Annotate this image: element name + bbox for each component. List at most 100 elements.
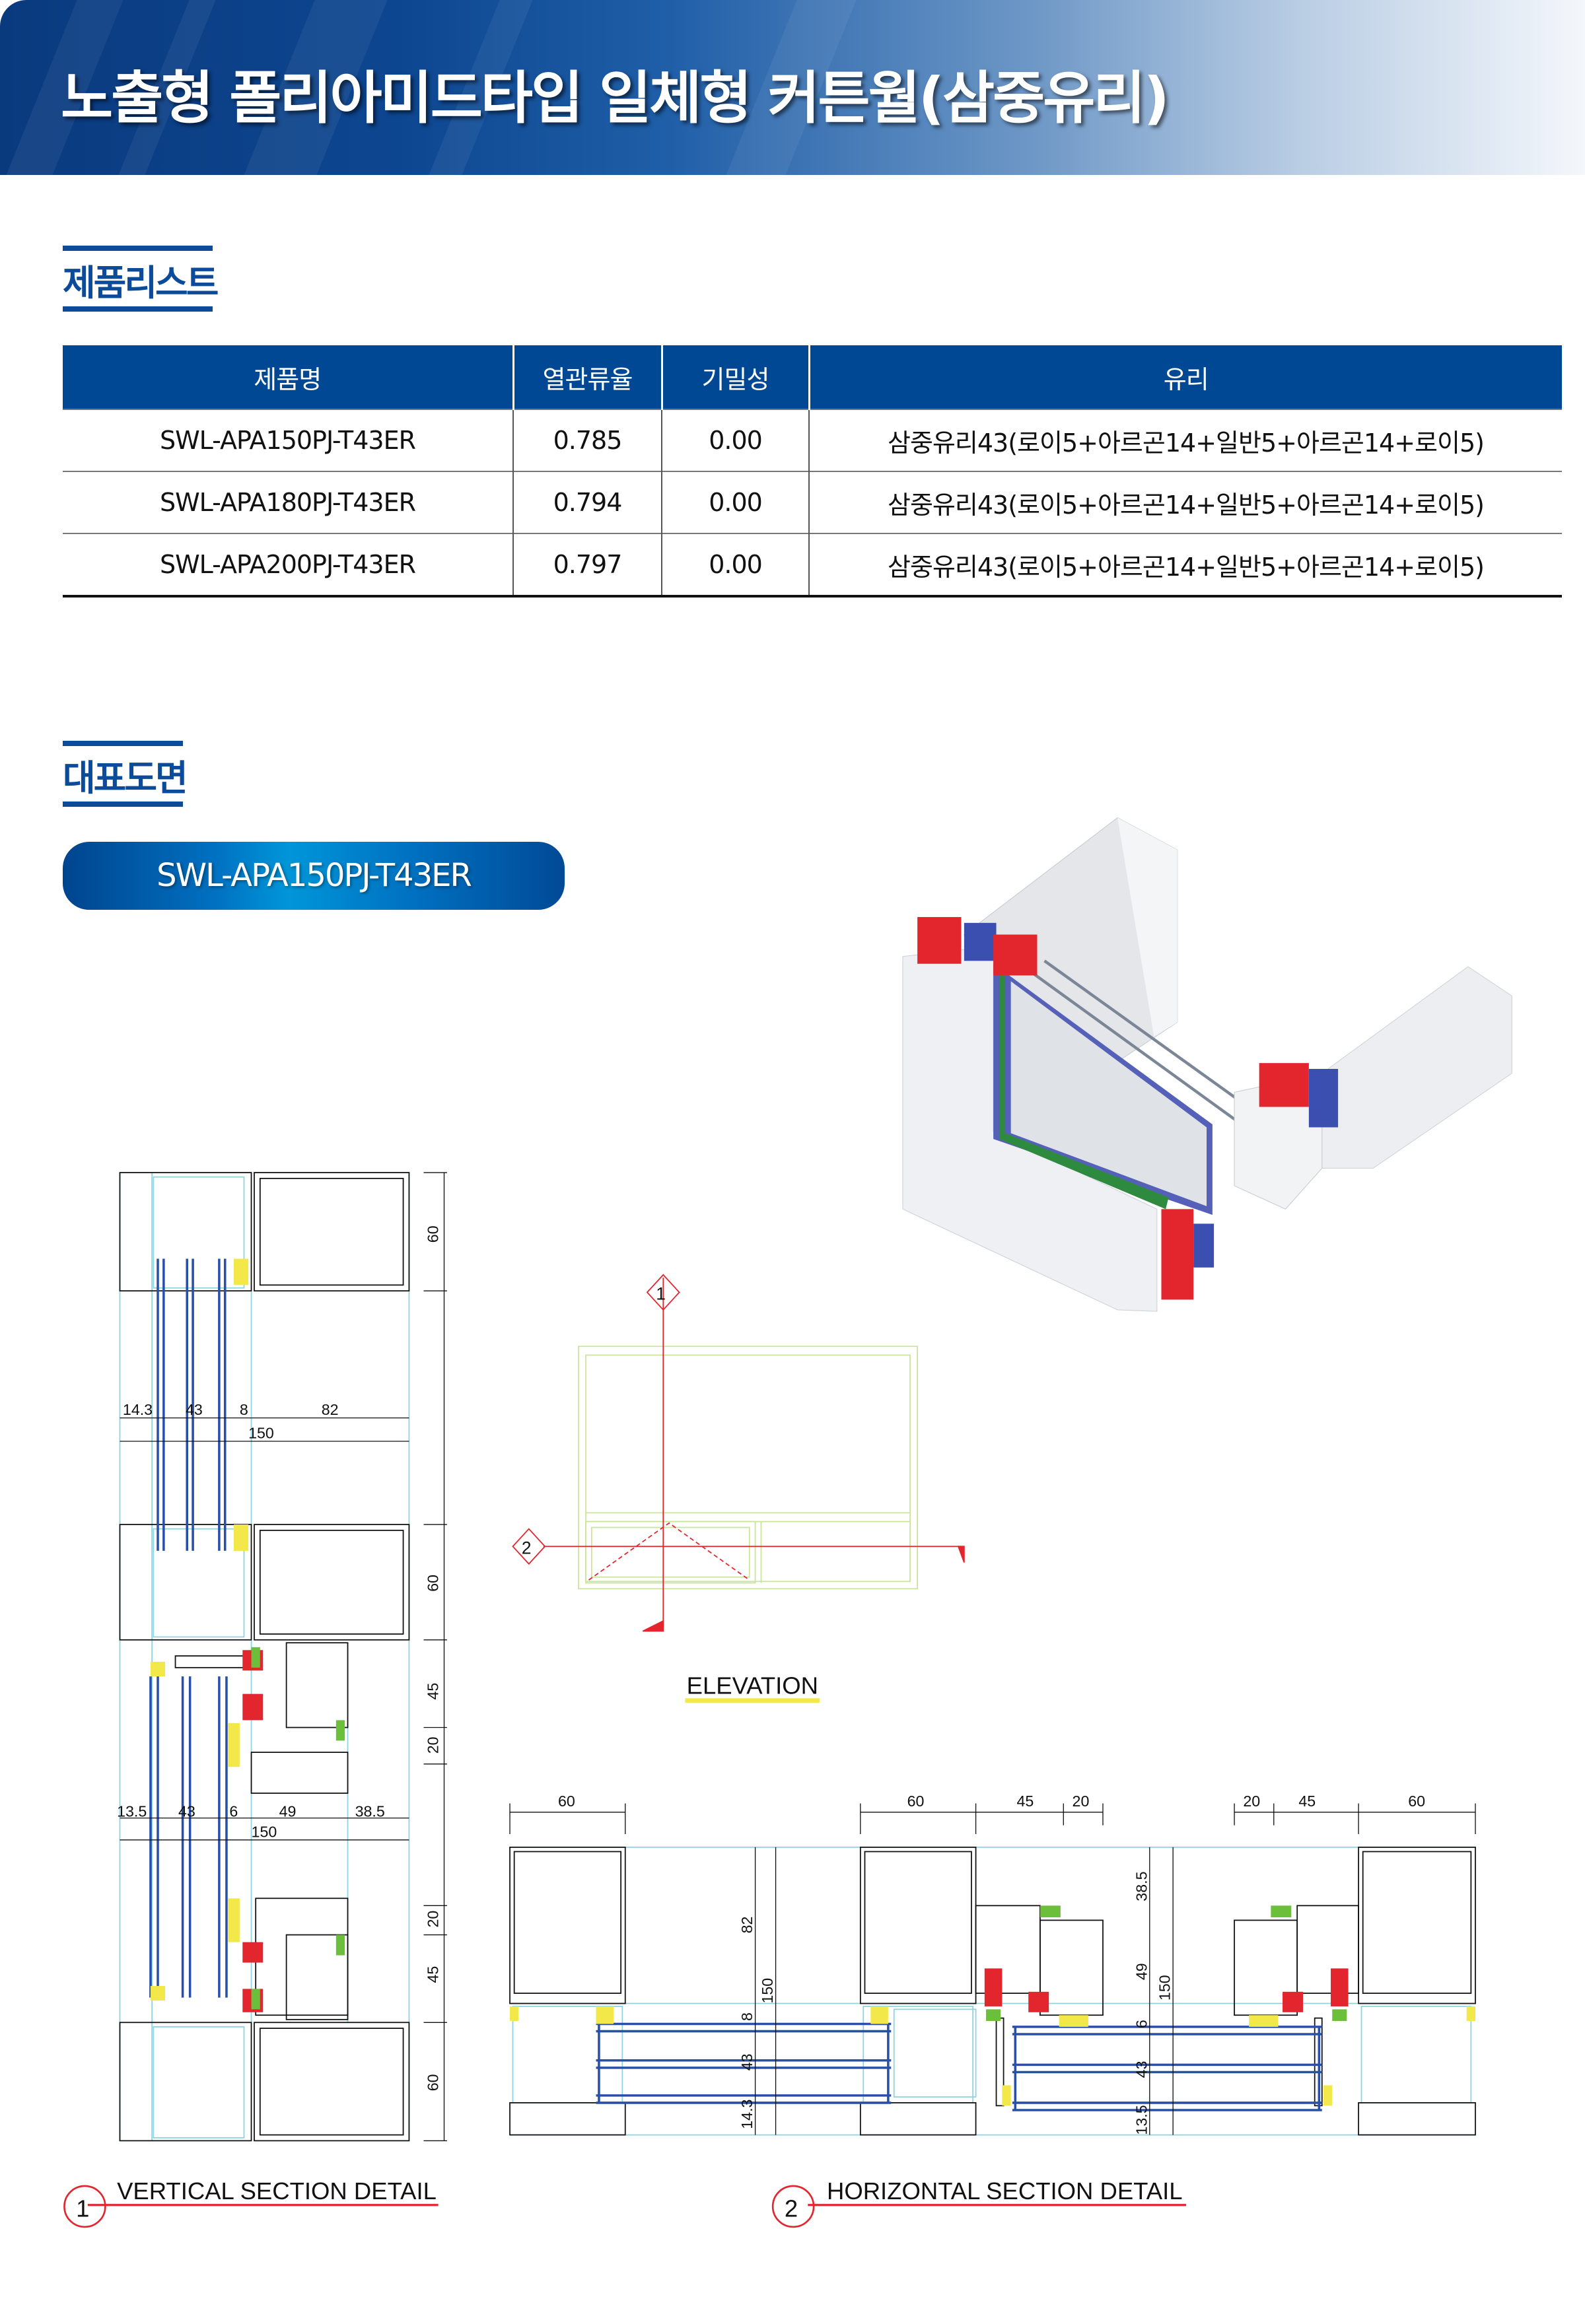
render-right-tube <box>1321 966 1512 1169</box>
dim-label: 60 <box>907 1793 925 1810</box>
dim-label: 13.5 <box>1133 2105 1150 2135</box>
caption-text: ELEVATION <box>687 1672 818 1699</box>
heading-text: 제품리스트 <box>63 262 219 304</box>
column-header: 기밀성 <box>660 345 809 409</box>
render-glass-edge <box>1029 970 1243 1126</box>
dim-label: 8 <box>240 1401 248 1418</box>
render-back-tube-side <box>1117 817 1178 1037</box>
marker-circle <box>63 2185 106 2228</box>
render-thermal-break <box>1259 1063 1309 1107</box>
column-header: 열관류율 <box>512 345 662 409</box>
dim-label: 38.5 <box>355 1802 385 1820</box>
column-header: 유리 <box>808 345 1562 409</box>
table-row: SWL-APA200PJ-T43ER 0.797 0.00 삼중유리43(로이5… <box>63 533 1562 598</box>
cell-u-value: 0.794 <box>512 471 662 533</box>
header-banner: 노출형 폴리아미드타입 일체형 커튼월(삼중유리) <box>0 0 1585 175</box>
render-polyamide <box>1193 1223 1215 1268</box>
dim-label: 13.5 <box>117 1802 147 1820</box>
dim-label: 43 <box>1133 2061 1150 2078</box>
heading-text: 대표도면 <box>63 757 188 799</box>
render-frame-green <box>999 969 1169 1210</box>
dim-label: 45 <box>1298 1793 1316 1810</box>
dim-label: 150 <box>252 1823 277 1840</box>
section-marker-2: 2 <box>522 1538 532 1557</box>
cell-u-value: 0.785 <box>512 409 662 471</box>
render-polyamide <box>1308 1069 1339 1128</box>
dim-label: 150 <box>759 1978 776 2004</box>
horizontal-section-caption: 2 HORIZONTAL SECTION DETAIL <box>771 2177 1187 2228</box>
product-table: 제품명 열관류율 기밀성 유리 SWL-APA150PJ-T43ER 0.785… <box>63 345 1562 598</box>
dim-label: 45 <box>1017 1793 1034 1810</box>
horizontal-section-drawing <box>509 1803 1476 2136</box>
dim-label: 150 <box>1156 1975 1174 2000</box>
column-header: 제품명 <box>63 345 513 409</box>
dim-label: 49 <box>1133 1963 1150 1980</box>
dim-label: 60 <box>425 2074 442 2091</box>
dim-label: 82 <box>322 1401 339 1418</box>
cell-airtightness: 0.00 <box>661 409 809 471</box>
caption-underline <box>685 1698 820 1703</box>
marker-circle <box>771 2185 815 2228</box>
render-glass <box>1010 981 1207 1206</box>
render-thermal-break <box>1161 1209 1194 1300</box>
cell-glass: 삼중유리43(로이5+아르곤14+일반5+아르곤14+로이5) <box>808 533 1562 598</box>
table-header-row: 제품명 열관류율 기밀성 유리 <box>63 345 1562 409</box>
caption-text: VERTICAL SECTION DETAIL <box>117 2177 437 2204</box>
heading-bar-bottom <box>63 306 213 312</box>
dim-label: 60 <box>425 1575 442 1592</box>
vertical-section-dimensions: 14.3 43 8 82 150 13.5 43 6 49 38.5 150 6… <box>117 1225 442 2091</box>
dim-label: 14.3 <box>738 2100 756 2129</box>
3d-render <box>902 817 1512 1312</box>
dim-label: 6 <box>1133 2020 1150 2028</box>
dim-label: 60 <box>558 1793 575 1810</box>
horizontal-section-dimensions: 60 60 45 20 20 45 60 82 8 43 14.3 150 38… <box>558 1793 1425 2135</box>
dim-label: 49 <box>279 1802 297 1820</box>
model-badge: SWL-APA150PJ-T43ER <box>63 842 565 910</box>
dim-label: 60 <box>425 1225 442 1243</box>
caption-text: HORIZONTAL SECTION DETAIL <box>827 2177 1183 2204</box>
heading-bar-top <box>63 741 183 746</box>
cell-product-name: SWL-APA180PJ-T43ER <box>63 471 513 533</box>
cell-glass: 삼중유리43(로이5+아르곤14+일반5+아르곤14+로이5) <box>808 409 1562 471</box>
cell-glass: 삼중유리43(로이5+아르곤14+일반5+아르곤14+로이5) <box>808 471 1562 533</box>
cell-airtightness: 0.00 <box>661 533 809 598</box>
cell-product-name: SWL-APA150PJ-T43ER <box>63 409 513 471</box>
dim-label: 20 <box>1073 1793 1090 1810</box>
marker-number: 2 <box>785 2195 798 2222</box>
dim-label: 43 <box>738 2053 756 2070</box>
heading-bar-bottom <box>63 802 183 807</box>
dim-label: 20 <box>425 1911 442 1928</box>
dim-label: 6 <box>229 1802 238 1820</box>
render-thermal-break <box>993 934 1038 976</box>
dim-label: 43 <box>186 1401 203 1418</box>
cell-u-value: 0.797 <box>512 533 662 598</box>
cell-airtightness: 0.00 <box>661 471 809 533</box>
elevation-drawing: 1 2 ELEVATION <box>512 1274 965 1703</box>
dim-label: 150 <box>248 1425 274 1442</box>
cell-product-name: SWL-APA200PJ-T43ER <box>63 533 513 598</box>
dim-label: 20 <box>425 1736 442 1754</box>
table-row: SWL-APA180PJ-T43ER 0.794 0.00 삼중유리43(로이5… <box>63 471 1562 533</box>
table-row: SWL-APA150PJ-T43ER 0.785 0.00 삼중유리43(로이5… <box>63 409 1562 471</box>
dim-label: 38.5 <box>1133 1871 1150 1901</box>
dim-label: 8 <box>738 2012 756 2021</box>
dim-label: 45 <box>425 1683 442 1700</box>
dim-label: 20 <box>1243 1793 1260 1810</box>
vertical-section-drawing <box>119 1172 447 2142</box>
render-thermal-break <box>917 916 962 964</box>
heading-bar-top <box>63 246 213 251</box>
render-polyamide <box>964 922 997 961</box>
dim-label: 60 <box>1408 1793 1425 1810</box>
section-marker-1: 1 <box>656 1283 666 1303</box>
marker-number: 1 <box>76 2195 89 2222</box>
section-heading-product-list: 제품리스트 <box>63 246 219 312</box>
vertical-section-caption: 1 VERTICAL SECTION DETAIL <box>63 2177 439 2228</box>
render-glass-edge <box>1043 959 1257 1114</box>
dim-label: 82 <box>738 1917 756 1934</box>
dim-label: 43 <box>178 1802 195 1820</box>
section-heading-drawings: 대표도면 <box>63 741 188 807</box>
dim-label: 14.3 <box>123 1401 153 1418</box>
page-title: 노출형 폴리아미드타입 일체형 커튼월(삼중유리) <box>61 65 1170 131</box>
dim-label: 45 <box>425 1966 442 1983</box>
